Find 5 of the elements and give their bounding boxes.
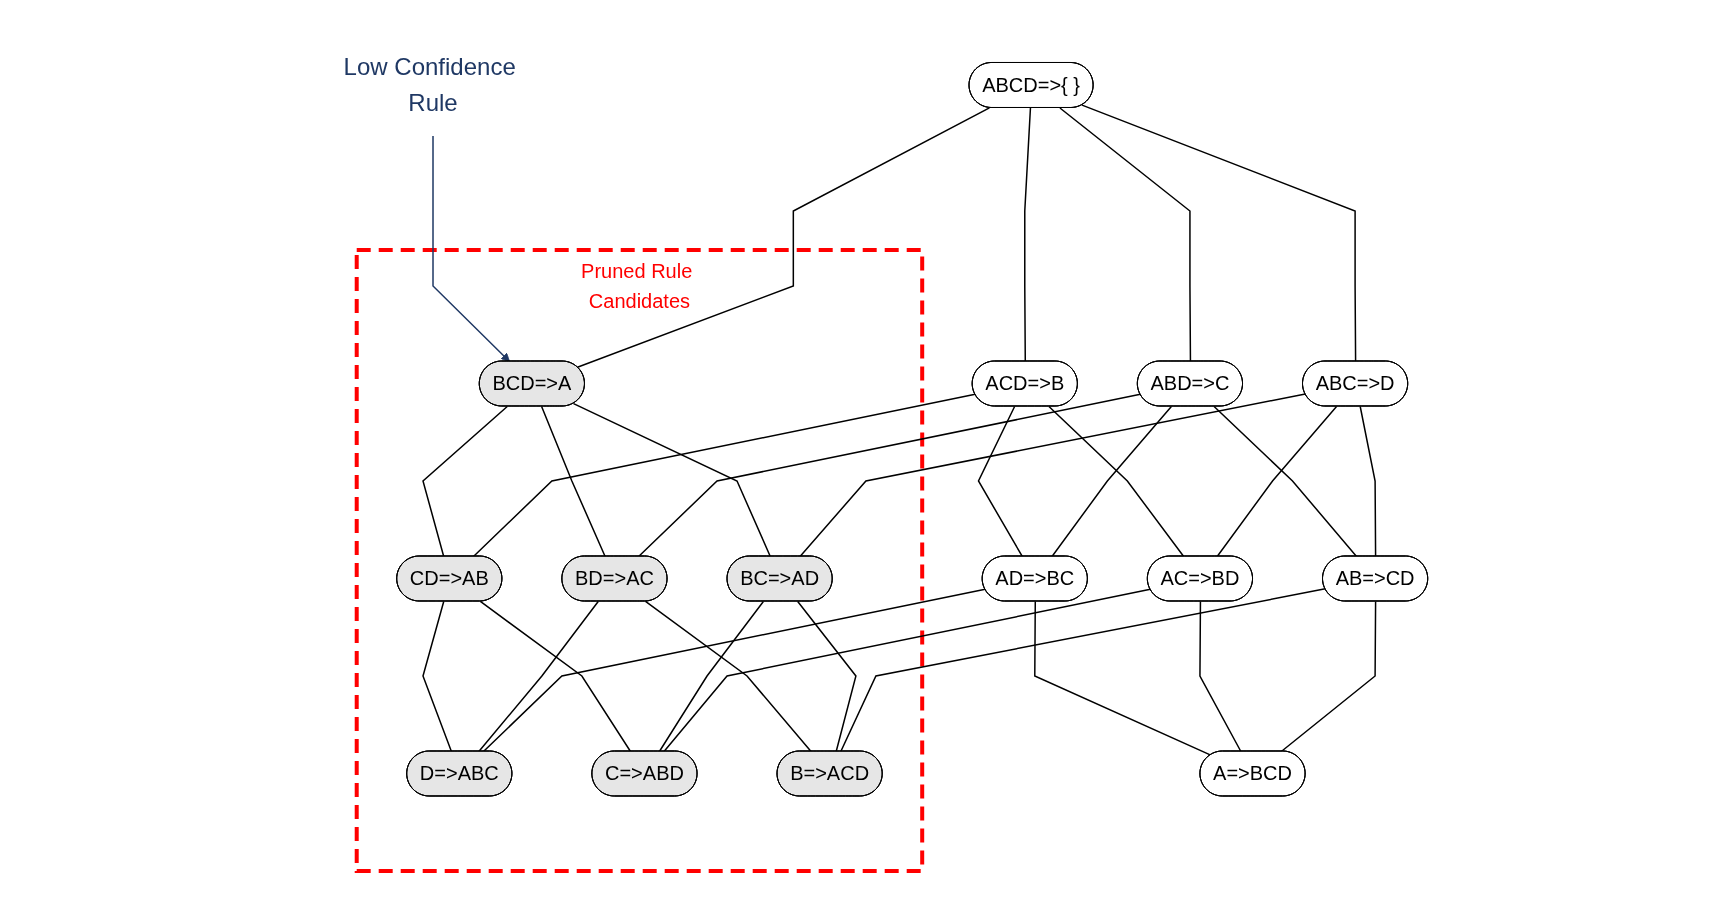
connector [1280,600,1376,753]
node-text: Low Confidence Rule [343,53,516,116]
connector [576,107,990,368]
connector [1033,600,1212,756]
arrow [431,135,510,362]
